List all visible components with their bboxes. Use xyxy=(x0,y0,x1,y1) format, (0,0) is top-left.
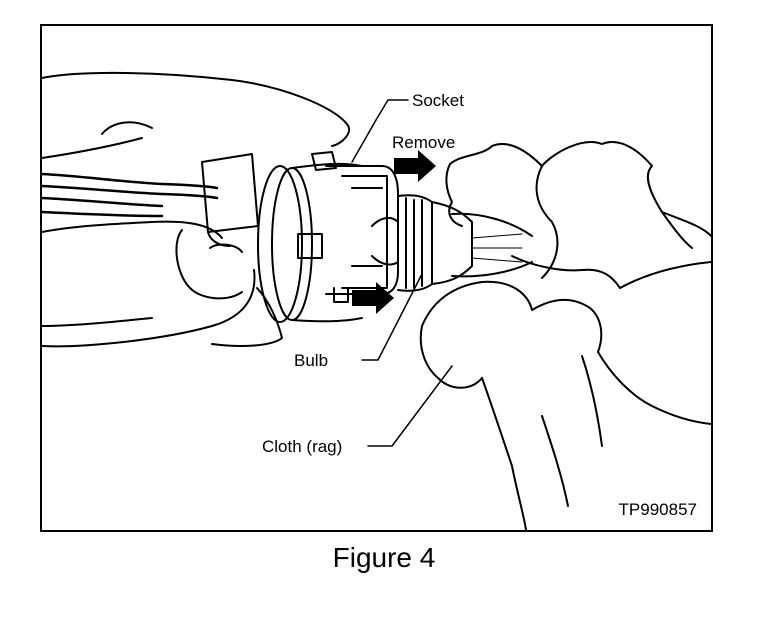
wire-harness-drawing xyxy=(42,172,219,218)
remove-label: Remove xyxy=(392,133,456,152)
bulb-removal-illustration xyxy=(42,71,711,530)
remove-arrows xyxy=(352,150,436,314)
bulb-label: Bulb xyxy=(294,351,329,370)
figure-frame: Socket Remove Bulb Cloth (rag) TP990857 xyxy=(40,24,713,532)
remove-arrow-upper xyxy=(394,150,436,182)
cloth-leader xyxy=(367,365,453,447)
leader-lines xyxy=(351,99,453,447)
socket-label: Socket xyxy=(412,91,464,110)
left-hand-drawing xyxy=(42,71,351,348)
cloth-rag-drawing xyxy=(419,141,711,530)
connector-drawing xyxy=(201,153,259,247)
socket-leader xyxy=(351,99,409,163)
remove-arrow-lower xyxy=(352,282,394,314)
figure-id-code: TP990857 xyxy=(618,500,697,519)
socket-drawing xyxy=(257,151,399,323)
bulb-drawing xyxy=(397,194,533,292)
bulb-leader xyxy=(361,273,423,361)
cloth-rag-label: Cloth (rag) xyxy=(262,437,343,456)
figure-caption: Figure 4 xyxy=(332,542,436,573)
